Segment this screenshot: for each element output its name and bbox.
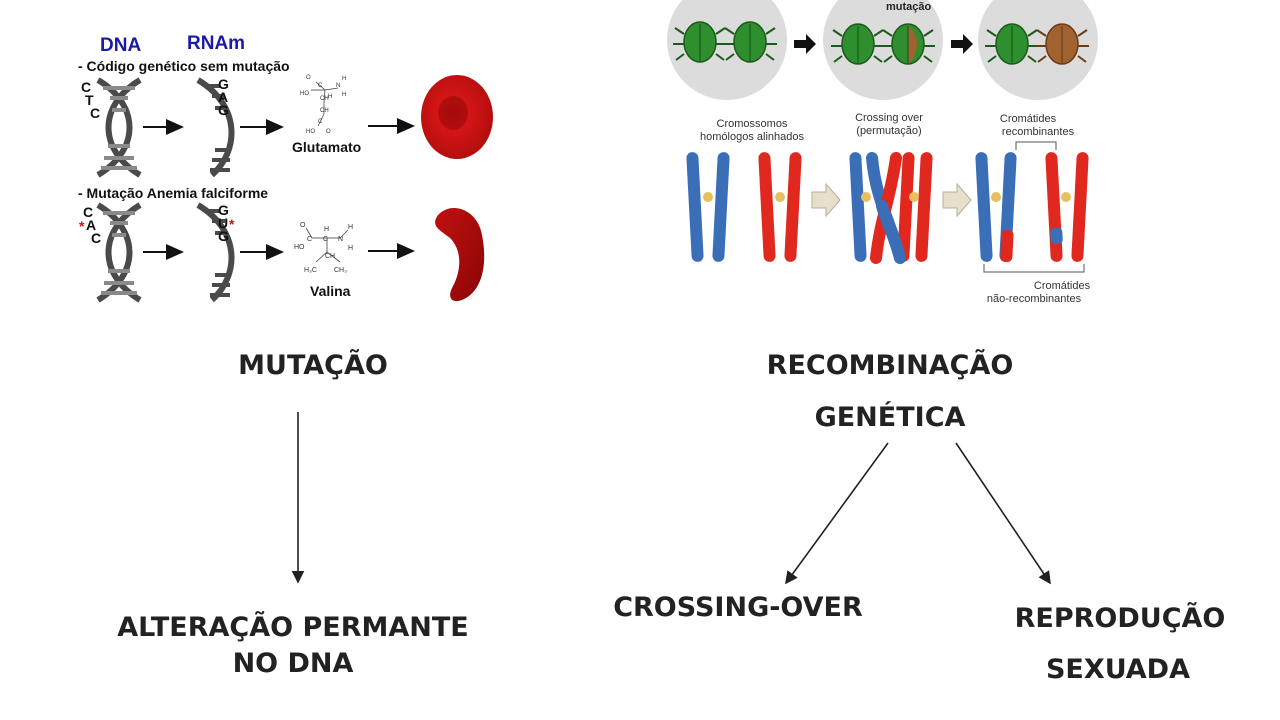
mutation-result-line2: NO DNA — [233, 648, 354, 679]
crossing-label-line1: Crossing over — [855, 112, 923, 124]
glutamate-atom-1: O — [306, 75, 311, 81]
normal-dna-base-2: T — [85, 92, 94, 108]
chromosome-arrow-1 — [811, 182, 841, 218]
rna-mutation-mark: * — [229, 216, 235, 232]
glutamate-atom-12: HO — [306, 129, 315, 135]
sickle-rna-base-2: U — [218, 215, 228, 231]
sickle-rna-strand — [196, 202, 235, 303]
glutamate-atom-11: O — [326, 129, 331, 135]
beetle-icon-5 — [985, 23, 1039, 65]
homologous-label-line2: homólogos alinhados — [700, 131, 804, 143]
normal-rna-strand — [196, 77, 235, 178]
valine-atom-6: H — [324, 226, 329, 233]
normal-caption: - Código genético sem mutação — [78, 58, 290, 74]
normal-rna-base-2: A — [218, 89, 228, 105]
recombinant-label-line2: recombinantes — [1002, 126, 1075, 138]
crossing-over-chromosomes — [849, 152, 933, 264]
reproduction-arrow — [955, 442, 1051, 585]
crossing-over-arrow — [785, 442, 889, 585]
beetle-icon-2 — [723, 21, 777, 63]
dna-mutation-mark: * — [79, 218, 85, 234]
chromosome-arrow-2 — [942, 182, 972, 218]
normal-red-blood-cell — [421, 75, 493, 159]
nonrecombinant-label-line2: não-recombinantes — [987, 293, 1082, 305]
normal-rna-base-1: G — [218, 76, 229, 92]
sickle-caption: - Mutação Anemia falciforme — [78, 185, 268, 201]
valine-atom-11: CH₃ — [334, 267, 347, 274]
normal-rna-base-3: G — [218, 102, 229, 118]
valine-atom-9: CH — [325, 253, 335, 260]
valine-atom-7: H — [348, 224, 353, 231]
glutamate-atom-4: H — [342, 76, 346, 82]
reproduction-line1: REPRODUÇÃO — [1015, 602, 1226, 634]
recombination-title-line2: GENÉTICA — [815, 401, 966, 433]
valine-atom-2: C — [307, 236, 312, 243]
recombinant-label-line1: Cromátides — [1000, 113, 1057, 125]
sickle-rna-base-3: G — [218, 228, 229, 244]
mutation-title: MUTAÇÃO — [238, 349, 388, 381]
sickle-red-blood-cell — [435, 207, 485, 302]
sickle-dna-base-2: A — [86, 217, 96, 233]
mutation-result-line1: ALTERAÇÃO PERMANTE — [117, 611, 469, 643]
beetle-arrow-1 — [794, 34, 816, 54]
rnam-label: RNAm — [187, 33, 245, 54]
beetle-arrow-2 — [951, 34, 973, 54]
sickle-rna-base-1: G — [218, 202, 229, 218]
nonrecombinant-label-line1: Cromátides — [1034, 280, 1091, 292]
glutamate-atom-5: HO — [300, 91, 309, 97]
sickle-dna-base-3: C — [91, 230, 101, 246]
normal-dna-base-3: C — [90, 105, 100, 121]
glutamate-atom-6: H — [342, 92, 346, 98]
valine-atom-3: C — [323, 236, 328, 243]
recombination-title-line1: RECOMBINAÇÃO — [767, 349, 1014, 381]
glutamate-atom-8: CH — [320, 96, 329, 102]
glutamate-atom-3: N — [336, 83, 340, 89]
valine-structure — [305, 227, 349, 263]
concept-map: MUTAÇÃO ALTERAÇÃO PERMANTE NO DNA RECOMB… — [117, 349, 1225, 685]
homologous-label-line1: Cromossomos — [717, 118, 788, 130]
valine-atom-5: HO — [294, 244, 305, 251]
beetle-mutation-label: mutação — [886, 1, 932, 13]
homologous-chromosomes — [686, 152, 802, 262]
glutamate-atom-10: C — [318, 119, 323, 125]
normal-dna-helix — [96, 77, 142, 178]
valine-label: Valina — [310, 283, 351, 299]
recombinant-bracket — [1015, 141, 1057, 150]
glutamate-atom-9: CH — [320, 108, 329, 114]
beetle-icon-1 — [673, 21, 727, 63]
mutation-panel: DNA RNAm - Código genético sem mutação C… — [78, 33, 493, 303]
recombination-panel: mutação Cromossomos homólogos alinhados … — [667, 0, 1098, 305]
normal-dna-base-1: C — [81, 79, 91, 95]
crossing-label-line2: (permutação) — [856, 125, 921, 137]
valine-atom-1: O — [300, 222, 306, 229]
nonrecombinant-bracket — [983, 264, 1085, 273]
glutamate-atom-2: C — [318, 83, 323, 89]
sickle-dna-base-1: C — [83, 204, 93, 220]
sickle-dna-helix — [96, 202, 142, 303]
glutamate-structure — [311, 81, 339, 127]
valine-atom-10: H₃C — [304, 267, 317, 274]
beetle-icon-4 — [881, 23, 935, 65]
result-chromatids — [975, 152, 1089, 263]
beetle-circle-2 — [823, 0, 943, 100]
beetle-icon-6 — [1035, 23, 1089, 65]
beetle-icon-3 — [831, 23, 885, 65]
crossing-over-label: CROSSING-OVER — [613, 592, 863, 623]
dna-label: DNA — [100, 35, 141, 56]
valine-atom-4: N — [338, 236, 343, 243]
glutamate-label: Glutamato — [292, 139, 361, 155]
valine-atom-8: H — [348, 245, 353, 252]
glutamate-atom-7: H — [328, 94, 332, 100]
reproduction-line2: SEXUADA — [1046, 654, 1190, 685]
